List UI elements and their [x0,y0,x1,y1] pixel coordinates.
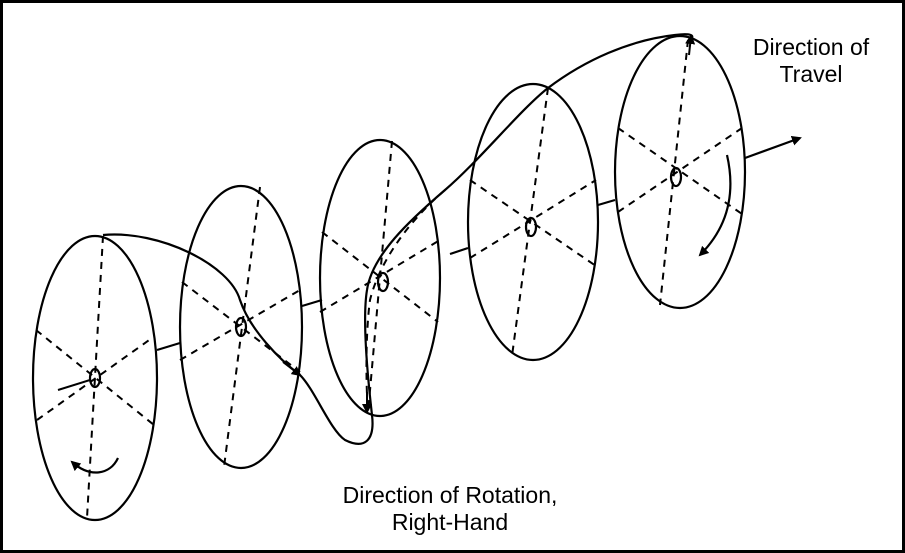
disk-4 [466,82,600,362]
rotation-arrow-icon [282,361,302,377]
rotation-label-line-1: Direction of Rotation, [342,482,558,508]
direction-of-travel-label: Direction of Travel [726,34,896,88]
disk-3 [318,138,446,418]
disk-5 [613,34,747,310]
disk-2 [178,184,304,470]
rotation-arrow-right-icon [698,154,732,257]
rotation-arrow-left-icon [70,457,119,474]
direction-of-rotation-label: Direction of Rotation, Right-Hand [300,482,600,536]
axis-line [156,136,802,352]
top-arrow-icon [685,34,696,56]
travel-label-line-2: Travel [779,61,843,87]
helix-curve [102,33,694,445]
travel-label-line-1: Direction of [752,34,870,60]
disk-1 [31,234,159,522]
rotation-label-line-2: Right-Hand [391,509,509,535]
